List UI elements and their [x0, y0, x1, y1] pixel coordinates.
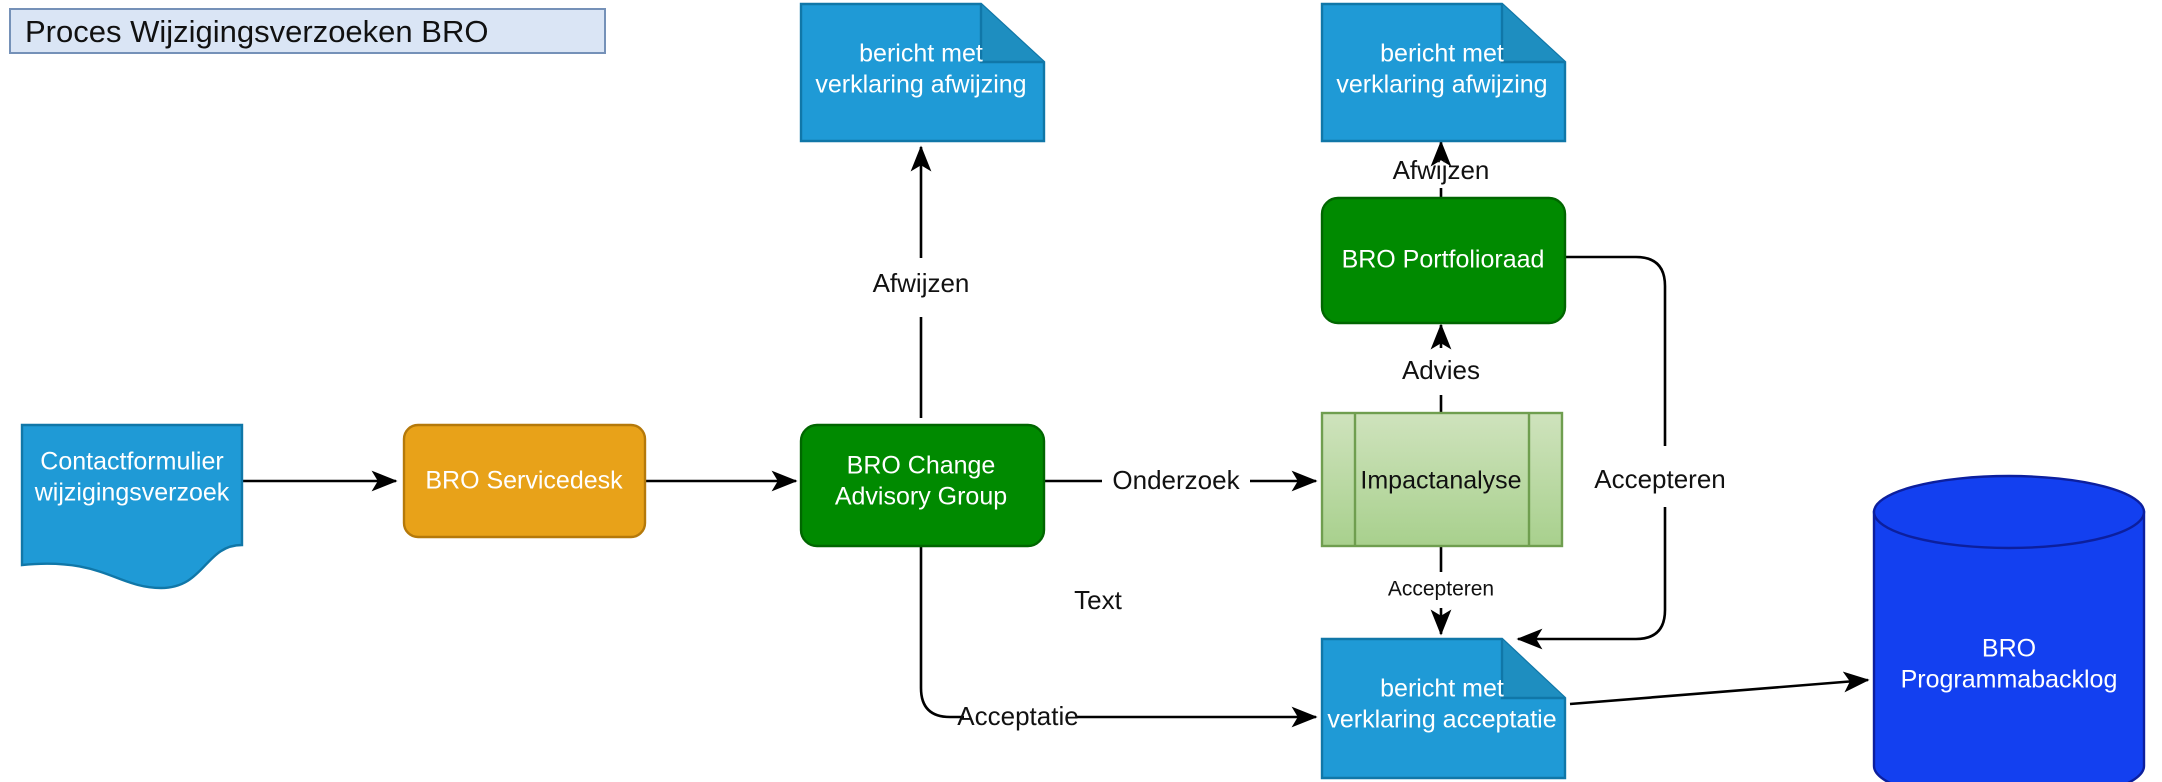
node-contactformulier-line-1: Contactformulier — [40, 448, 223, 476]
node-note-afwijzing-rechts-line-1: bericht met — [1380, 40, 1504, 68]
node-bro-servicedesk[interactable]: BRO Servicedesk — [402, 423, 647, 539]
edge-cag-to-note-acceptatie: Acceptatie — [919, 546, 1318, 731]
edge-label-afwijzen-rechts: Afwijzen — [1393, 155, 1490, 185]
edge-label-accepteren-impact: Accepteren — [1388, 578, 1494, 601]
page-title-label: Proces Wijzigingsverzoeken BRO — [25, 13, 489, 49]
node-programmabacklog-line-1: BRO — [1982, 635, 2036, 663]
node-note-afwijzing-links-line-2: verklaring afwijzing — [815, 71, 1026, 99]
node-contactformulier[interactable]: Contactformulier wijzigingsverzoek — [20, 423, 244, 590]
edge-label-accepteren-rechts: Accepteren — [1594, 464, 1726, 494]
edge-note-acceptatie-to-programmabacklog — [1569, 671, 1870, 706]
edge-label-advies: Advies — [1402, 355, 1480, 385]
edge-impactanalyse-to-portfolioraad: Advies — [1402, 323, 1480, 412]
node-bro-servicedesk-label: BRO Servicedesk — [425, 467, 623, 495]
edge-portfolioraad-to-note-afwijzing-rechts: Afwijzen — [1393, 140, 1490, 198]
page-title: Proces Wijzigingsverzoeken BRO — [9, 8, 606, 54]
node-note-afwijzing-links[interactable]: bericht met verklaring afwijzing — [799, 2, 1046, 143]
node-note-acceptatie-line-1: bericht met — [1380, 675, 1504, 703]
node-contactformulier-line-2: wijzigingsverzoek — [34, 479, 230, 507]
node-cag-line-1: BRO Change — [847, 452, 996, 480]
node-bro-portfolioraad-label: BRO Portfolioraad — [1342, 246, 1545, 274]
node-note-acceptatie-line-2: verklaring acceptatie — [1327, 706, 1556, 734]
node-bro-programmabacklog[interactable]: BRO Programmabacklog — [1872, 474, 2146, 782]
stray-text-label: Text — [1074, 585, 1122, 615]
node-note-acceptatie[interactable]: bericht met verklaring acceptatie — [1320, 637, 1567, 780]
edge-portfolioraad-to-note-acceptatie: Accepteren — [1516, 255, 1726, 650]
node-bro-change-advisory-group[interactable]: BRO Change Advisory Group — [799, 423, 1046, 548]
node-bro-portfolioraad[interactable]: BRO Portfolioraad — [1320, 196, 1567, 325]
edge-label-afwijzen-links: Afwijzen — [873, 268, 970, 298]
node-note-afwijzing-rechts-line-2: verklaring afwijzing — [1336, 71, 1547, 99]
node-note-afwijzing-links-line-1: bericht met — [859, 40, 983, 68]
edge-cag-to-note-afwijzing-links: Afwijzen — [873, 145, 970, 418]
node-note-afwijzing-rechts[interactable]: bericht met verklaring afwijzing — [1320, 2, 1567, 143]
node-cag-line-2: Advisory Group — [835, 483, 1007, 511]
node-impactanalyse-label: Impactanalyse — [1360, 467, 1521, 495]
node-impactanalyse[interactable]: Impactanalyse — [1320, 411, 1564, 548]
edge-label-acceptatie: Acceptatie — [957, 701, 1078, 731]
node-programmabacklog-line-2: Programmabacklog — [1901, 666, 2118, 694]
edge-impactanalyse-to-note-acceptatie: Accepteren — [1388, 546, 1494, 636]
edge-label-onderzoek: Onderzoek — [1112, 465, 1240, 495]
edge-cag-to-impactanalyse: Onderzoek — [1044, 465, 1318, 495]
